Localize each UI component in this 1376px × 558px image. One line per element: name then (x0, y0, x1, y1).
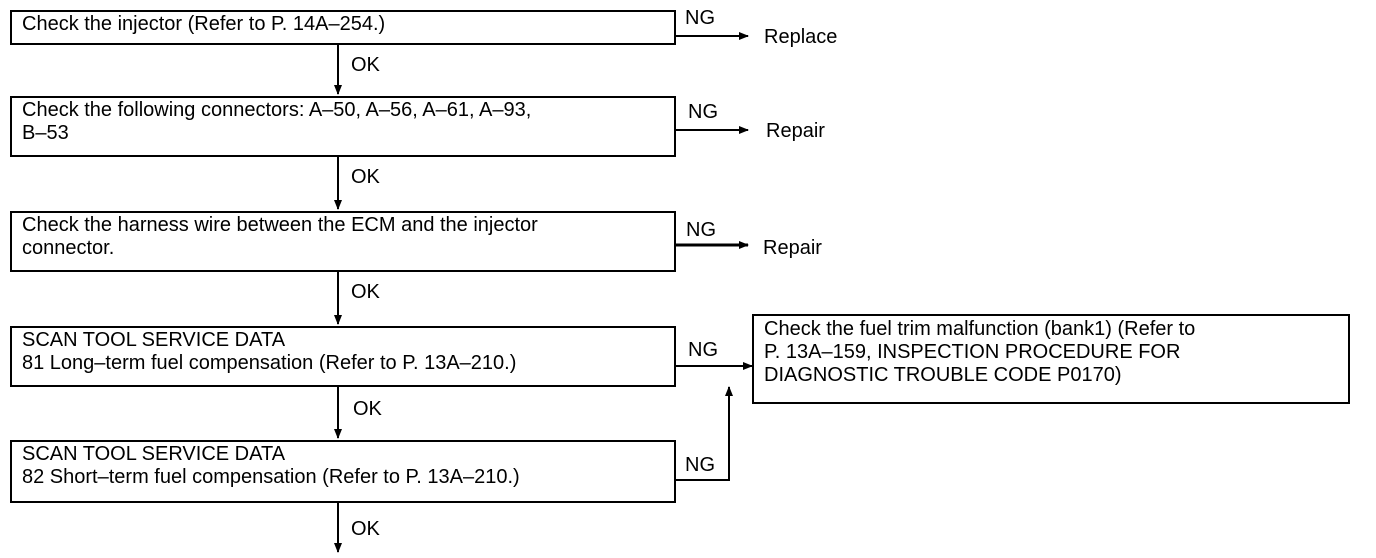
step-4-text-line-1: SCAN TOOL SERVICE DATA (22, 329, 286, 351)
step-3-box: Check the harness wire between the ECM a… (10, 211, 676, 272)
step-4-ng-label: NG (688, 339, 718, 361)
step-1-ng-result: Replace (764, 26, 838, 48)
fuel-trim-text-line-3: DIAGNOSTIC TROUBLE CODE P0170) (764, 364, 1122, 386)
step-2-ok-label: OK (351, 166, 380, 188)
step-4-box: SCAN TOOL SERVICE DATA 81 Long–term fuel… (10, 326, 676, 387)
step-4-text-line-2: 81 Long–term fuel compensation (Refer to… (22, 352, 517, 374)
step-3-ng-result: Repair (763, 237, 822, 259)
step-1-ok-label: OK (351, 54, 380, 76)
step-1-text: Check the injector (Refer to P. 14A–254.… (22, 13, 386, 35)
fuel-trim-text-line-1: Check the fuel trim malfunction (bank1) … (764, 318, 1196, 340)
step-2-ng-label: NG (688, 101, 718, 123)
fuel-trim-text-line-2: P. 13A–159, INSPECTION PROCEDURE FOR (764, 341, 1181, 363)
step-5-text-line-1: SCAN TOOL SERVICE DATA (22, 443, 286, 465)
step-2-ng-result: Repair (766, 120, 825, 142)
step-1-ng-label: NG (685, 7, 715, 29)
step-2-box: Check the following connectors: A–50, A–… (10, 96, 676, 157)
ng-arrow-5 (676, 386, 733, 481)
step-2-text-line-1: Check the following connectors: A–50, A–… (22, 99, 532, 121)
step-5-ok-label: OK (351, 518, 380, 540)
step-4-ok-label: OK (353, 398, 382, 420)
step-3-ng-label: NG (686, 219, 716, 241)
step-3-ok-label: OK (351, 281, 380, 303)
step-5-text-line-2: 82 Short–term fuel compensation (Refer t… (22, 466, 520, 488)
step-5-box: SCAN TOOL SERVICE DATA 82 Short–term fue… (10, 440, 676, 503)
step-3-text-line-2: connector. (22, 237, 115, 259)
step-2-text-line-2: B–53 (22, 122, 69, 144)
fuel-trim-box: Check the fuel trim malfunction (bank1) … (752, 314, 1350, 404)
step-5-ng-label: NG (685, 454, 715, 476)
step-1-box: Check the injector (Refer to P. 14A–254.… (10, 10, 676, 45)
step-3-text-line-1: Check the harness wire between the ECM a… (22, 214, 538, 236)
